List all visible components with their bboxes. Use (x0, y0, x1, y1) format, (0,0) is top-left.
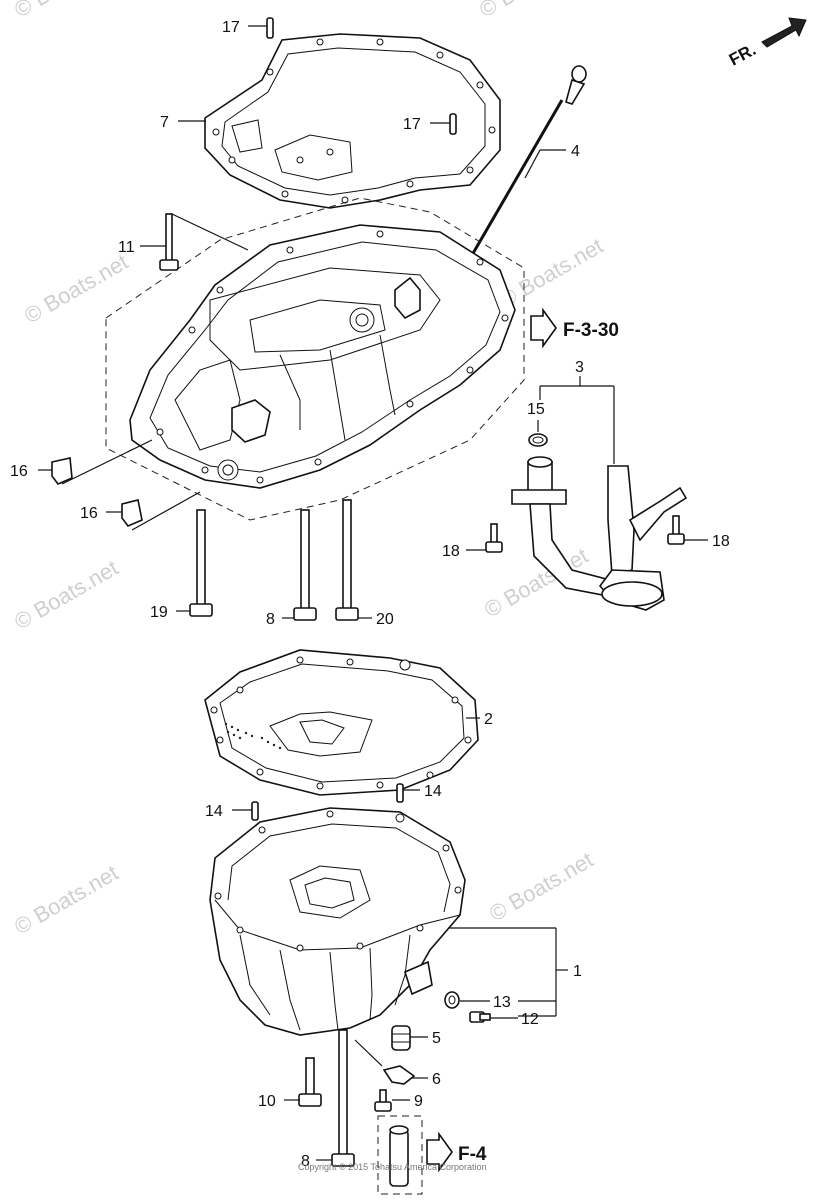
copyright-notice: Copyright © 2015 Tohatsu America Corpora… (298, 1162, 487, 1172)
reference-label: F-3-30 (563, 320, 619, 341)
oil-pan-bolt-holes (214, 810, 462, 952)
reference-f-3-30[interactable]: F-3-30 (530, 307, 619, 349)
callout-17: 17 (222, 19, 240, 36)
callout-20: 20 (376, 611, 394, 628)
part-10-bolt[interactable] (298, 1057, 322, 1107)
reference-label: F-4 (458, 1144, 487, 1165)
part-14-dowel-pin-b[interactable] (396, 783, 404, 803)
callout-5: 5 (432, 1030, 441, 1047)
callout-3: 3 (575, 359, 584, 376)
part-8-bolt-upper[interactable] (293, 509, 317, 621)
watermark: © Boats.net (475, 0, 587, 22)
gasket-grip-dots (224, 722, 282, 750)
callout-7: 7 (160, 114, 169, 131)
part-9-bolt[interactable] (374, 1089, 392, 1112)
callout-15: 15 (527, 401, 545, 418)
gasket-bolt-holes (210, 656, 472, 790)
callout-1: 1 (573, 963, 582, 980)
direction-label: FR. (726, 40, 759, 70)
part-18-bolt-b[interactable] (667, 515, 685, 545)
callout-19: 19 (150, 604, 168, 621)
part-16-plug-b[interactable] (121, 499, 143, 527)
reference-f-4[interactable]: F-4 (426, 1131, 487, 1173)
part-4-dipstick[interactable] (465, 65, 587, 263)
part-16-plug-a[interactable] (51, 457, 73, 485)
part-11-bolt[interactable] (159, 213, 179, 271)
callout-2: 2 (484, 711, 493, 728)
leader-lines (38, 25, 708, 1161)
lower-pipe-reference (377, 1115, 423, 1195)
callout-10: 10 (258, 1093, 276, 1110)
housing-bolt-holes (156, 230, 509, 484)
part-8-bolt-lower[interactable] (331, 1029, 355, 1167)
callout-9: 9 (414, 1093, 423, 1110)
part-17-dowel-pin-b[interactable] (449, 113, 457, 135)
callout-18: 18 (712, 533, 730, 550)
oil-pan-adapter-housing (129, 224, 516, 489)
part-3-oil-strainer[interactable] (511, 456, 688, 611)
watermark: © Boats.net (10, 0, 122, 22)
part-7-gasket[interactable] (204, 33, 501, 209)
callout-16: 16 (10, 463, 28, 480)
part-6-clip[interactable] (382, 1065, 416, 1085)
part-13-gasket-washer[interactable] (444, 991, 460, 1009)
callout-8: 8 (301, 1153, 310, 1170)
part-5-strainer[interactable] (391, 1025, 411, 1051)
callout-11: 11 (118, 239, 135, 256)
gasket-bolt-holes (212, 38, 496, 204)
part-20-bolt[interactable] (335, 499, 359, 621)
watermark: © Boats.net (10, 555, 122, 634)
callout-12: 12 (521, 1011, 539, 1028)
callout-labels: 17 7 17 4 11 3 15 16 16 18 18 19 8 20 2 … (10, 19, 730, 1170)
part-1-oil-pan[interactable] (209, 807, 466, 1036)
part-15-o-ring[interactable] (528, 433, 548, 447)
watermark: © Boats.net (485, 847, 597, 926)
callout-8: 8 (266, 611, 275, 628)
part-12-drain-bolt[interactable] (469, 1011, 491, 1023)
callout-14: 14 (205, 803, 223, 820)
direction-arrow-icon (761, 17, 807, 48)
watermark: © Boats.net (10, 860, 122, 939)
part-18-bolt-a[interactable] (485, 523, 503, 553)
assembly-outline (105, 197, 525, 521)
part-14-dowel-pin-a[interactable] (251, 801, 259, 821)
front-direction-indicator: FR. (726, 17, 807, 70)
callout-17: 17 (403, 116, 421, 133)
part-19-bolt[interactable] (189, 509, 213, 617)
callout-14: 14 (424, 783, 442, 800)
callout-4: 4 (571, 143, 580, 160)
callout-18: 18 (442, 543, 460, 560)
callout-13: 13 (493, 994, 511, 1011)
callout-16: 16 (80, 505, 98, 522)
part-2-gasket[interactable] (204, 649, 479, 796)
watermark: © Boats.net (20, 249, 132, 328)
part-17-dowel-pin-a[interactable] (266, 17, 274, 39)
callout-6: 6 (432, 1071, 441, 1088)
